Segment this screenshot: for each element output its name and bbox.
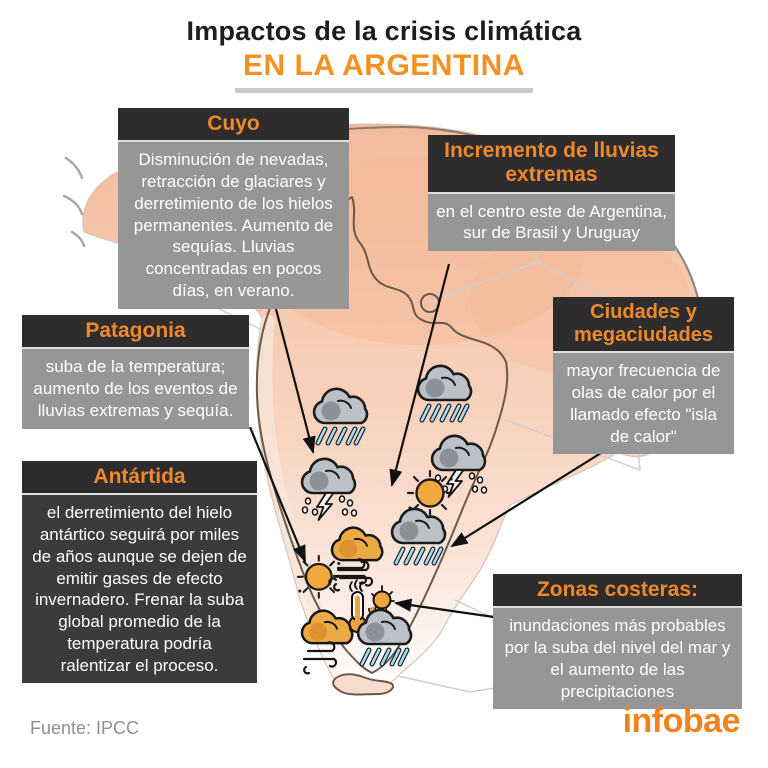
infobox-patagonia: Patagonia suba de la temperatura; aument… [22,315,249,429]
infobox-lluvias-extremas: Incremento de lluvias extremas en el cen… [428,135,675,252]
arrow-costeras [393,598,495,619]
infobox-antartida: Antártida el derretimiento del hielo ant… [22,461,257,684]
infobox-lluvias-title: Incremento de lluvias extremas [428,135,675,194]
title-underline [235,88,533,93]
arrow-patagonia [248,426,307,564]
argentina-outline [255,196,509,696]
infobae-logo: infobae [622,702,741,740]
infobox-lluvias-body: en el centro este de Argentina, sur de B… [428,193,675,252]
rain-cloud-icon [314,389,367,443]
infobox-zonas-costeras: Zonas costeras: inundaciones más probabl… [493,574,742,710]
rain-cloud-icon [392,509,445,563]
infobox-cuyo-title: Cuyo [118,108,349,143]
infobox-patagonia-title: Patagonia [22,315,249,350]
title-block: Impactos de la crisis climática EN LA AR… [0,16,768,93]
source-credit: Fuente: IPCC [30,718,140,738]
rain-cloud-icon [358,610,411,664]
infobox-costeras-body: inundaciones más probables por la suba d… [493,608,742,710]
arrow-lluvias [389,263,451,488]
arrow-ciudades [450,452,602,548]
infobox-ciudades-title: Ciudades y megaciudades [553,297,734,354]
infobox-antartida-body: el derretimiento del hielo antártico seg… [22,495,257,684]
infobox-antartida-title: Antártida [22,461,257,496]
page-subtitle: EN LA ARGENTINA [243,49,525,82]
infobox-patagonia-body: suba de la temperatura; aumento de los e… [22,349,249,429]
infobox-cuyo: Cuyo Disminución de nevadas, retracción … [118,108,349,309]
infobox-ciudades-body: mayor frecuencia de olas de calor por el… [553,353,734,455]
pointer-arrows [248,263,602,619]
infobox-cuyo-body: Disminución de nevadas, retracción de gl… [118,142,349,309]
arrow-cuyo [274,308,316,455]
coastline-fragments [62,156,86,248]
infobox-costeras-title: Zonas costeras: [493,574,742,609]
infobox-ciudades: Ciudades y megaciudades mayor frecuencia… [553,297,734,455]
page-title: Impactos de la crisis climática [186,16,582,46]
rain-cloud-icon [418,366,471,420]
